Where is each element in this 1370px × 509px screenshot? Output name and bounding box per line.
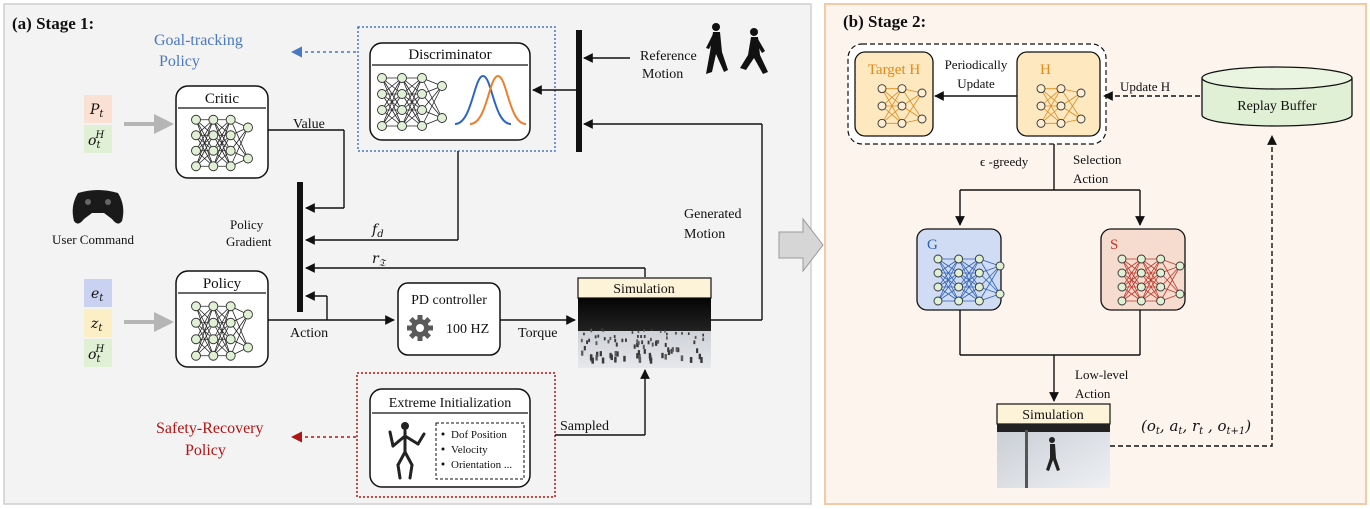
gaussian-curve-orange [469, 74, 527, 125]
target-h-network-icon [877, 84, 927, 128]
s-title: S [1110, 237, 1118, 253]
policy-gradient-label-2: Gradient [226, 234, 272, 249]
stage2-title: (b) Stage 2: [843, 12, 926, 31]
g-network-icon [933, 254, 1005, 306]
policy-network-icon [191, 301, 253, 361]
sampled-label: Sampled [560, 419, 609, 434]
action-label: Action [290, 326, 328, 341]
h-title: H [1040, 62, 1051, 78]
discriminator-dotted-frame [357, 26, 556, 152]
user-command-label: User Command [52, 232, 134, 247]
low-level-action-label-2: Action [1075, 386, 1111, 401]
low-level-action-label-1: Low-level [1075, 367, 1129, 382]
policy-input-e-bg [84, 279, 112, 307]
policy-input-z-bg [84, 309, 112, 337]
transition-feedback-arrow [1110, 135, 1277, 447]
init-params-box [435, 422, 525, 480]
reference-motion-label-1: Reference [640, 49, 697, 64]
policy-title: Policy [203, 276, 242, 292]
generated-motion-label-2: Motion [684, 227, 725, 242]
reference-motion-label-2: Motion [642, 67, 683, 82]
critic-input-p-bg [84, 95, 112, 123]
selection-action-label-2: Action [1073, 171, 1109, 186]
torque-label: Torque [518, 326, 557, 341]
simulation-view-stage1: Simulation [577, 277, 712, 368]
pd-controller-box [397, 282, 501, 356]
reference-merge-bar [576, 30, 582, 152]
discriminator-box [369, 42, 531, 141]
walking-figures-icon [706, 23, 768, 74]
update-h-label: Update H [1120, 79, 1170, 94]
critic-input-p: Pt [89, 102, 104, 120]
init-param-item: Orientation ... [451, 459, 512, 471]
target-h-box [854, 51, 934, 137]
fd-label: fd [371, 222, 384, 240]
transition-tuple: (ot, at, rt , ot+1) [1141, 417, 1251, 437]
policy-gradient-label-1: Policy [230, 217, 264, 232]
selection-action-label-1: Selection [1073, 152, 1122, 167]
gamepad-icon [72, 190, 124, 224]
gear-icon [407, 315, 433, 341]
periodically-update-label-2: Update [957, 76, 995, 91]
stage-transition-arrow [778, 217, 824, 273]
safety-recovery-label-2: Policy [185, 442, 226, 459]
rt-label: r𝔗 [372, 251, 388, 269]
safety-recovery-label-1: Safety-Recovery [156, 420, 264, 437]
policy-gradient-bar [297, 182, 303, 312]
goal-tracking-policy-label-2: Policy [159, 53, 200, 70]
s-network-icon [1117, 254, 1185, 306]
critic-input-o: otH [88, 130, 104, 151]
value-label: Value [293, 117, 325, 132]
critic-input-o-bg [84, 125, 112, 153]
discriminator-network-icon [377, 73, 447, 131]
gaussian-curve-blue [454, 74, 512, 125]
generated-motion-label-1: Generated [684, 207, 742, 222]
replay-buffer-cylinder [1201, 66, 1353, 127]
g-title: G [927, 237, 938, 253]
epsilon-greedy-label: ϵ -greedy [980, 154, 1029, 169]
target-h-title: Target H [868, 62, 921, 78]
extreme-init-title: Extreme Initialization [389, 396, 511, 411]
replay-buffer-label: Replay Buffer [1237, 99, 1317, 114]
init-param-item: Dof Position [451, 429, 507, 441]
init-param-item: Velocity [451, 444, 488, 456]
humanoid-robot-icon [388, 422, 426, 480]
simulation-title-stage1: Simulation [613, 282, 674, 297]
pd-controller-title: PD controller [411, 293, 487, 308]
policy-input-z: zt [90, 316, 103, 334]
periodically-update-label-1: Periodically [945, 57, 1008, 72]
stage1-title: (a) Stage 1: [12, 14, 94, 33]
simulation-title-stage2: Simulation [1022, 408, 1083, 423]
policy-input-o-bg [84, 339, 112, 367]
simulation-view-stage2: Simulation [996, 403, 1111, 488]
discriminator-title: Discriminator [408, 47, 491, 63]
critic-network-icon [191, 114, 253, 172]
goal-tracking-policy-label-1: Goal-tracking [154, 32, 243, 49]
policy-input-e: et [91, 286, 104, 304]
critic-title: Critic [205, 91, 240, 107]
policy-input-o: otH [88, 344, 104, 365]
h-network-icon [1036, 84, 1086, 128]
pd-controller-freq: 100 HZ [446, 322, 489, 337]
